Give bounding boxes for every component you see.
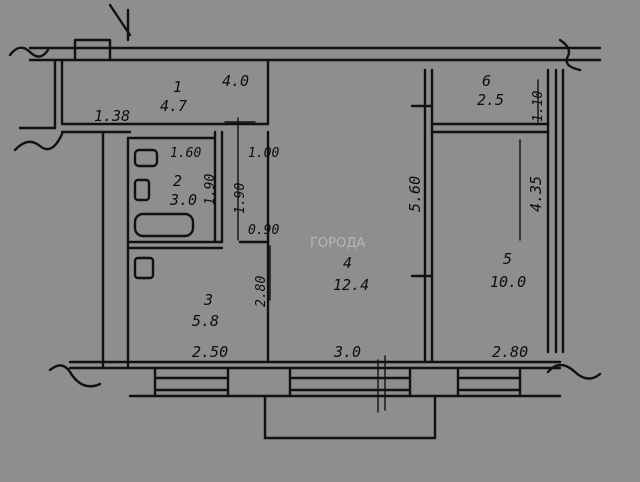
room-6-number: 6 <box>482 72 491 90</box>
dim-corridor-depth: 1.38 <box>94 107 130 125</box>
room-4-area: 12.4 <box>333 276 369 294</box>
room-3-number: 3 <box>203 291 213 309</box>
room-2-area: 3.0 <box>169 191 197 209</box>
room-3-area: 5.8 <box>192 312 219 330</box>
dim-doorway: 0.90 <box>248 223 279 238</box>
wall-lines <box>8 3 602 440</box>
dim-corridor-length: 4.0 <box>222 72 249 90</box>
dim-balcony-depth: 1.10 <box>531 91 546 122</box>
dim-room5-width: 2.80 <box>492 343 528 361</box>
dim-kitchen-width: 2.50 <box>192 343 228 361</box>
dimension-labels: 4.0 1.38 1.60 1.00 1.90 1.90 0.90 2.80 2… <box>94 72 546 361</box>
room-1-area: 4.7 <box>160 97 187 115</box>
watermark: ГОРОДА <box>310 236 365 251</box>
room-4-number: 4 <box>343 254 352 272</box>
dim-corridor-end: 1.00 <box>248 146 279 161</box>
dim-bath-depth-a: 1.90 <box>203 174 218 205</box>
dim-room4-depth: 5.60 <box>406 176 424 212</box>
dim-bath-width: 1.60 <box>170 146 201 161</box>
room-5-number: 5 <box>503 250 512 268</box>
room-2-number: 2 <box>173 172 182 190</box>
room-5-area: 10.0 <box>490 273 526 291</box>
dim-room4-width: 3.0 <box>333 343 361 361</box>
room-6-area: 2.5 <box>477 91 504 109</box>
dim-room5-depth: 4.35 <box>527 176 545 212</box>
room-labels: 1 4.7 2 3.0 3 5.8 4 12.4 5 10.0 6 2.5 <box>160 72 526 330</box>
dim-bath-depth-b: 1.90 <box>233 183 248 214</box>
dim-kitchen-depth: 2.80 <box>254 276 269 307</box>
room-1-number: 1 <box>173 78 182 96</box>
